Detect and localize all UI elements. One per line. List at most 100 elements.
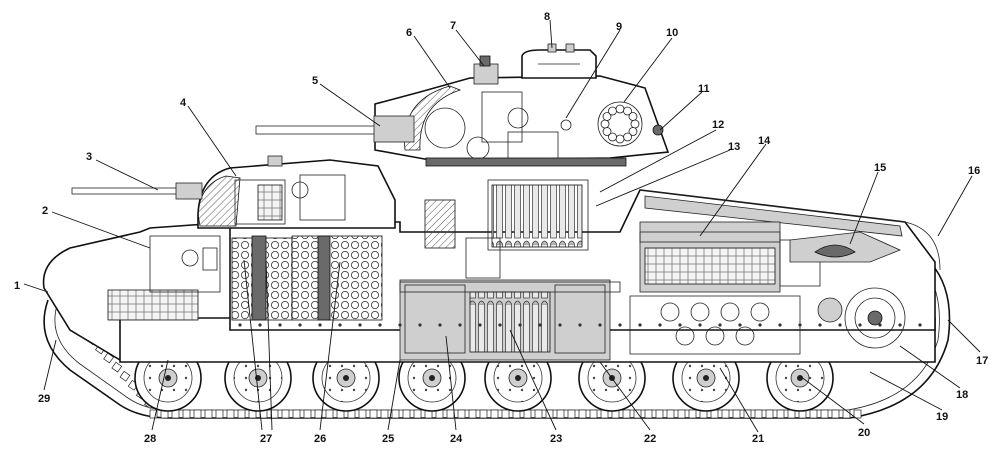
- rivet: [378, 323, 382, 327]
- track-link: [237, 409, 246, 419]
- callout-23: 23: [550, 433, 562, 445]
- track-link: [226, 409, 235, 419]
- track-link: [111, 361, 123, 373]
- callout-10: 10: [666, 27, 678, 39]
- callout-28: 28: [144, 433, 156, 445]
- drum-cartridge: [608, 132, 617, 142]
- track-link: [292, 409, 301, 419]
- track-link: [119, 370, 131, 382]
- rivet: [358, 323, 362, 327]
- drum-cartridge: [623, 132, 632, 142]
- track-link: [479, 409, 488, 419]
- rivet: [798, 323, 802, 327]
- callout-24: 24: [450, 433, 463, 445]
- rivet: [898, 323, 902, 327]
- track-link: [369, 409, 378, 419]
- callout-19: 19: [936, 411, 948, 423]
- track-link: [204, 409, 213, 419]
- callout-26: 26: [314, 433, 326, 445]
- track-link: [644, 409, 653, 419]
- track-link: [732, 409, 741, 419]
- track-link: [182, 409, 191, 419]
- rivet: [698, 323, 702, 327]
- callout-13: 13: [728, 141, 740, 153]
- access-hole: [705, 326, 725, 346]
- access-hole: [690, 302, 710, 322]
- track-link: [446, 409, 455, 419]
- callout-7: 7: [450, 20, 456, 32]
- callout-5: 5: [312, 75, 318, 87]
- rivet: [638, 323, 642, 327]
- drum-cartridge: [623, 106, 632, 116]
- drum-cartridge: [608, 106, 617, 116]
- rivet: [658, 323, 662, 327]
- rivet: [838, 323, 842, 327]
- callout-11: 11: [698, 83, 710, 95]
- track-link: [457, 409, 466, 419]
- front-turret: [71, 155, 396, 229]
- track-link: [545, 409, 554, 419]
- road-wheel-axle: [429, 375, 435, 381]
- track-link: [688, 409, 697, 419]
- callout-29: 29: [38, 393, 50, 405]
- access-hole: [750, 302, 770, 322]
- leader-lines: [23, 19, 981, 433]
- track-link: [534, 409, 543, 419]
- callout-9: 9: [616, 21, 622, 33]
- rivet: [278, 323, 282, 327]
- rivet: [758, 323, 762, 327]
- track-link: [314, 409, 323, 419]
- track-link: [281, 409, 290, 419]
- access-hole: [735, 326, 755, 346]
- callout-8: 8: [544, 11, 550, 23]
- road-wheel-axle: [515, 375, 521, 381]
- track-link: [809, 409, 818, 419]
- callout-15: 15: [874, 162, 886, 174]
- callout-18: 18: [956, 389, 968, 401]
- track-link: [820, 409, 829, 419]
- track-link: [490, 409, 499, 419]
- rivet: [458, 323, 462, 327]
- access-hole: [720, 302, 740, 322]
- track-link: [380, 409, 389, 419]
- track-link: [523, 409, 532, 419]
- rivet: [478, 323, 482, 327]
- drum-cartridge: [615, 134, 625, 144]
- track-link: [215, 409, 224, 419]
- rivet: [598, 323, 602, 327]
- rivet: [878, 323, 882, 327]
- main-turret: [255, 43, 670, 167]
- track-link: [666, 409, 675, 419]
- track-link: [501, 409, 510, 419]
- rivet: [618, 323, 622, 327]
- callout-22: 22: [644, 433, 656, 445]
- track-link: [391, 409, 400, 419]
- track-link: [270, 409, 279, 419]
- rivet: [238, 323, 242, 327]
- track-link: [358, 409, 367, 419]
- callout-12: 12: [712, 119, 724, 131]
- drum-cartridge: [602, 112, 612, 121]
- callout-2: 2: [42, 205, 48, 217]
- road-wheel-axle: [165, 375, 171, 381]
- callout-20: 20: [858, 427, 870, 439]
- rivet: [438, 323, 442, 327]
- track-link: [633, 409, 642, 419]
- track-link: [776, 409, 785, 419]
- callout-21: 21: [752, 433, 764, 445]
- track-link: [578, 409, 587, 419]
- access-hole: [675, 326, 695, 346]
- track-link: [677, 409, 686, 419]
- callout-4: 4: [180, 97, 187, 109]
- callout-17: 17: [976, 355, 988, 367]
- callout-3: 3: [86, 151, 92, 163]
- drum-cartridge: [628, 127, 638, 136]
- access-hole: [660, 302, 680, 322]
- rivet: [338, 323, 342, 327]
- track-link: [303, 409, 312, 419]
- rivet: [558, 323, 562, 327]
- drum-cartridge: [602, 127, 612, 136]
- track-link: [325, 409, 334, 419]
- rivet: [298, 323, 302, 327]
